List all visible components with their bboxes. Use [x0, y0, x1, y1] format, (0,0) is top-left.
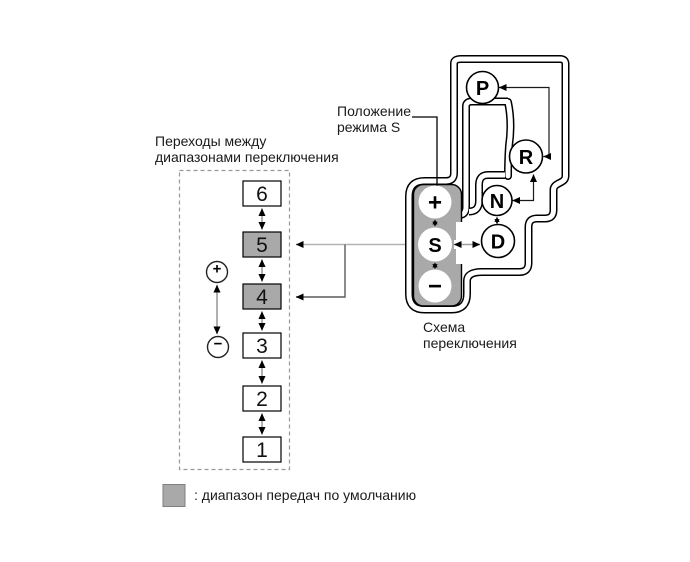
shift-pattern-caption: Схема переключения: [423, 319, 517, 351]
drive-label: D: [491, 232, 505, 254]
gate-minus-icon: −: [428, 273, 442, 300]
transitions-dashed-border: [178, 169, 291, 471]
gear-label-5: 5: [256, 234, 268, 257]
gate-notch-wall-inner: [458, 99, 508, 218]
position-circle-sport: [418, 227, 452, 262]
gear-label-4: 4: [256, 286, 268, 309]
position-circle-minus: [418, 269, 452, 303]
gear-transition-diagram: 6 5 4 3 2 1 + −: [178, 169, 405, 471]
gate-pocket-edge-inner: [468, 172, 505, 214]
s-mode-pointer-label: Положение режима S: [337, 103, 411, 135]
shift-gate-schematic: P R N D S + −: [405, 55, 570, 314]
gear-label-2: 2: [256, 388, 268, 411]
transitions-title: Переходы между диапазонами переключения: [155, 133, 339, 165]
connector-n-r: [512, 174, 538, 205]
gear-label-6: 6: [256, 183, 268, 206]
gate-plus-icon: +: [428, 190, 442, 217]
gear-label-1: 1: [256, 439, 268, 462]
upshift-circle: [205, 260, 229, 284]
s-mode-arrow-to-4: [295, 244, 346, 301]
minus-icon: −: [214, 336, 223, 353]
gear-box-1: [242, 436, 282, 463]
gear-box-6: [242, 180, 282, 207]
position-circle-plus: [418, 185, 452, 219]
gear-box-3: [242, 332, 282, 359]
gear-box-2: [242, 385, 282, 412]
gear-box-5: [242, 231, 282, 258]
legend-text: : диапазон передач по умолчанию: [194, 487, 417, 503]
sport-label: S: [428, 235, 441, 257]
position-circle-neutral: [481, 184, 513, 217]
position-circle-park: [465, 70, 500, 105]
gear-box-4: [242, 283, 282, 310]
gate-outline-inner: [406, 56, 568, 312]
position-circle-reverse: [508, 139, 544, 174]
park-label: P: [476, 78, 489, 100]
plus-icon: +: [213, 261, 222, 278]
s-mode-pointer-line: [412, 116, 438, 186]
connector-p-r: [498, 83, 552, 161]
neutral-label: N: [490, 191, 504, 213]
gate-tongue-inner: [505, 99, 513, 179]
downshift-circle: [206, 335, 230, 359]
position-circle-drive: [480, 223, 516, 259]
reverse-label: R: [519, 147, 534, 169]
legend-swatch: [162, 484, 186, 507]
gear-label-3: 3: [256, 335, 268, 358]
